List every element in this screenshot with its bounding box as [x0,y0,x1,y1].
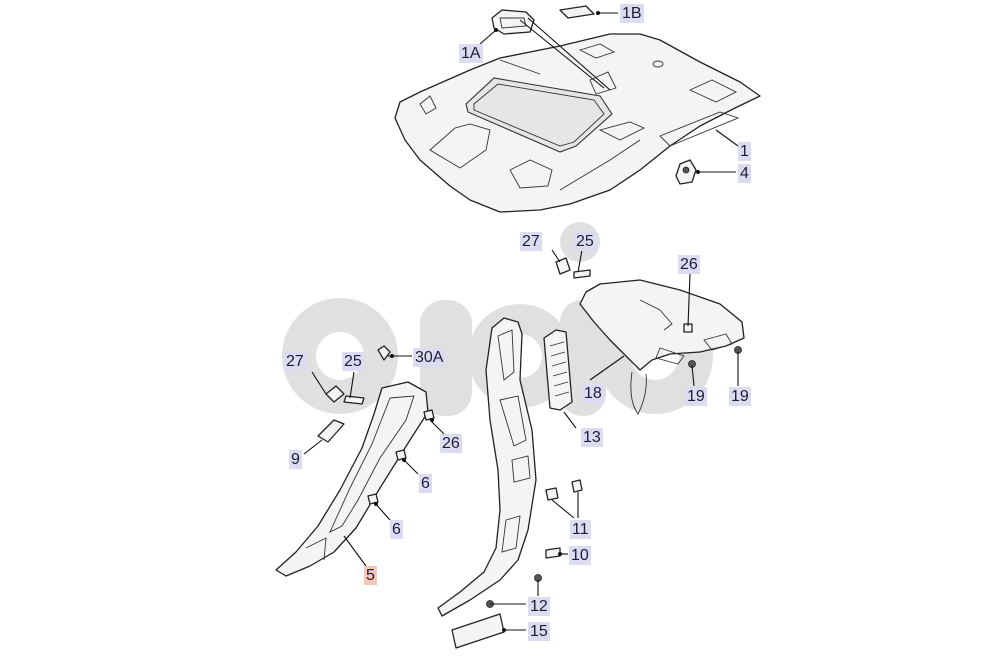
callout-25-lower: 25 [342,352,364,371]
callout-30a: 30A [413,348,446,367]
callout-11: 11 [570,520,591,539]
callout-26-lower: 26 [440,434,462,453]
callout-13: 13 [581,428,603,447]
callout-4: 4 [738,164,751,183]
headliner [394,33,761,213]
callout-27-lower: 27 [284,352,306,371]
dome-light-1a [491,9,535,35]
callout-1: 1 [738,142,751,161]
cover-1b [559,5,595,19]
c-pillar-trim [579,279,745,415]
fasteners [325,257,742,649]
clip-4 [675,159,697,185]
callout-10: 10 [569,546,591,565]
a-pillar-trim [275,381,429,577]
callout-6-lower: 6 [390,520,403,539]
part-9 [317,419,345,443]
callout-27-upper: 27 [520,232,542,251]
callout-18: 18 [582,384,604,403]
callout-6-upper: 6 [419,474,432,493]
callout-9: 9 [289,450,302,469]
callout-19-right: 19 [729,387,751,406]
callout-25-upper: 25 [574,232,596,251]
callout-19-left: 19 [685,387,707,406]
callout-1a: 1A [459,44,483,63]
callout-5: 5 [364,566,377,585]
callout-26-upper: 26 [678,255,700,274]
callout-12: 12 [528,597,550,616]
b-pillar-trim [437,317,537,617]
vent-13 [543,329,573,411]
leader-lines [303,11,739,632]
callout-15: 15 [528,622,550,641]
callout-1b: 1B [620,4,644,23]
